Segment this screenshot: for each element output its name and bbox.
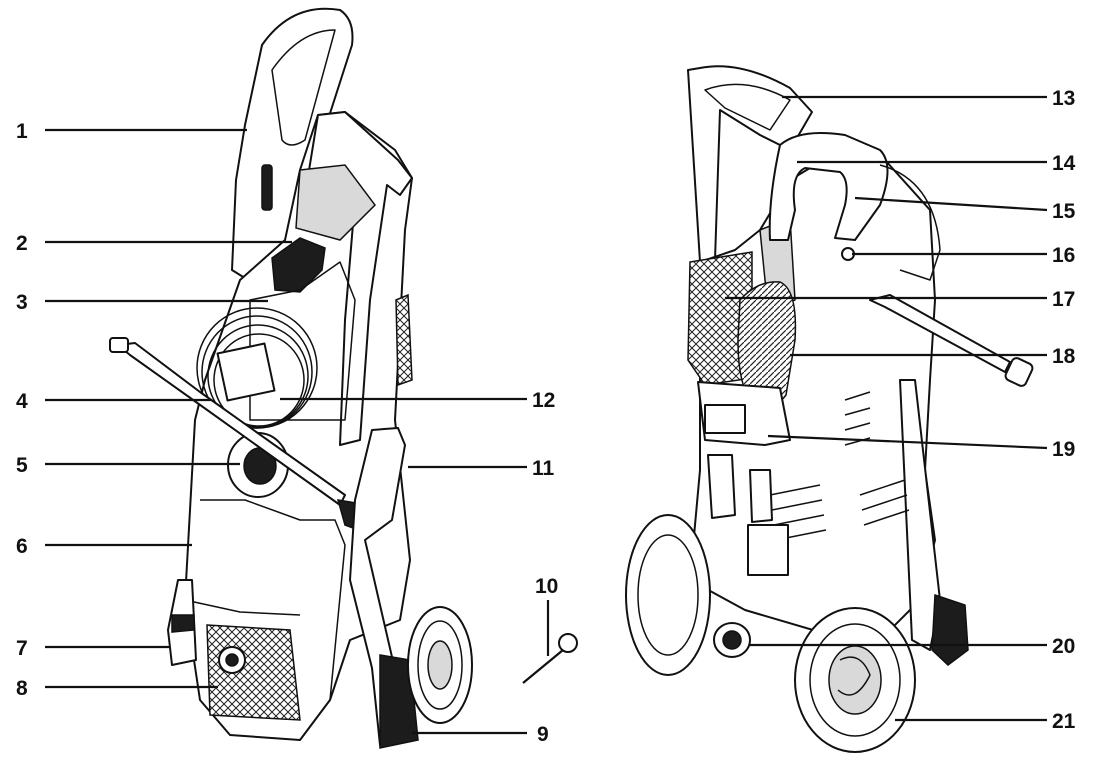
callout-9: 9 <box>537 723 549 746</box>
rear-left-wheel <box>625 514 711 676</box>
callout-10: 10 <box>535 575 558 598</box>
callout-17: 17 <box>1052 288 1075 311</box>
rear-right-wheel <box>794 607 916 753</box>
callout-14: 14 <box>1052 152 1076 175</box>
leader-lines <box>45 95 1048 735</box>
carry-handle <box>768 132 889 241</box>
callout-1: 1 <box>16 120 28 143</box>
callout-15: 15 <box>1052 200 1076 223</box>
front-view-machine <box>109 7 473 749</box>
callout-7: 7 <box>16 637 28 660</box>
hose-coil <box>196 307 318 429</box>
side-vents <box>769 391 910 541</box>
nozzle-cleaning-needle <box>522 633 578 684</box>
callout-12: 12 <box>532 389 555 412</box>
handle-release-latch <box>261 164 273 211</box>
callout-labels: 1 2 3 4 5 6 7 8 9 10 11 12 13 14 15 16 1… <box>16 87 1076 746</box>
callout-13: 13 <box>1052 87 1075 110</box>
callout-2: 2 <box>16 232 28 255</box>
callout-4: 4 <box>16 390 28 413</box>
front-wheel <box>407 606 473 724</box>
callout-19: 19 <box>1052 438 1075 461</box>
callout-11: 11 <box>532 457 555 480</box>
callout-18: 18 <box>1052 345 1076 368</box>
callout-6: 6 <box>16 535 28 558</box>
on-off-switch <box>271 237 326 293</box>
rear-view-machine <box>625 65 1034 753</box>
power-cable-coil <box>687 251 753 386</box>
callout-3: 3 <box>16 291 28 314</box>
callout-20: 20 <box>1052 635 1075 658</box>
callout-8: 8 <box>16 677 28 700</box>
callout-21: 21 <box>1052 710 1076 733</box>
callout-5: 5 <box>16 454 28 477</box>
high-pressure-outlet <box>713 622 751 658</box>
front-intake-grille <box>206 624 301 721</box>
rear-handle-frame <box>687 65 813 263</box>
callout-16: 16 <box>1052 244 1075 267</box>
